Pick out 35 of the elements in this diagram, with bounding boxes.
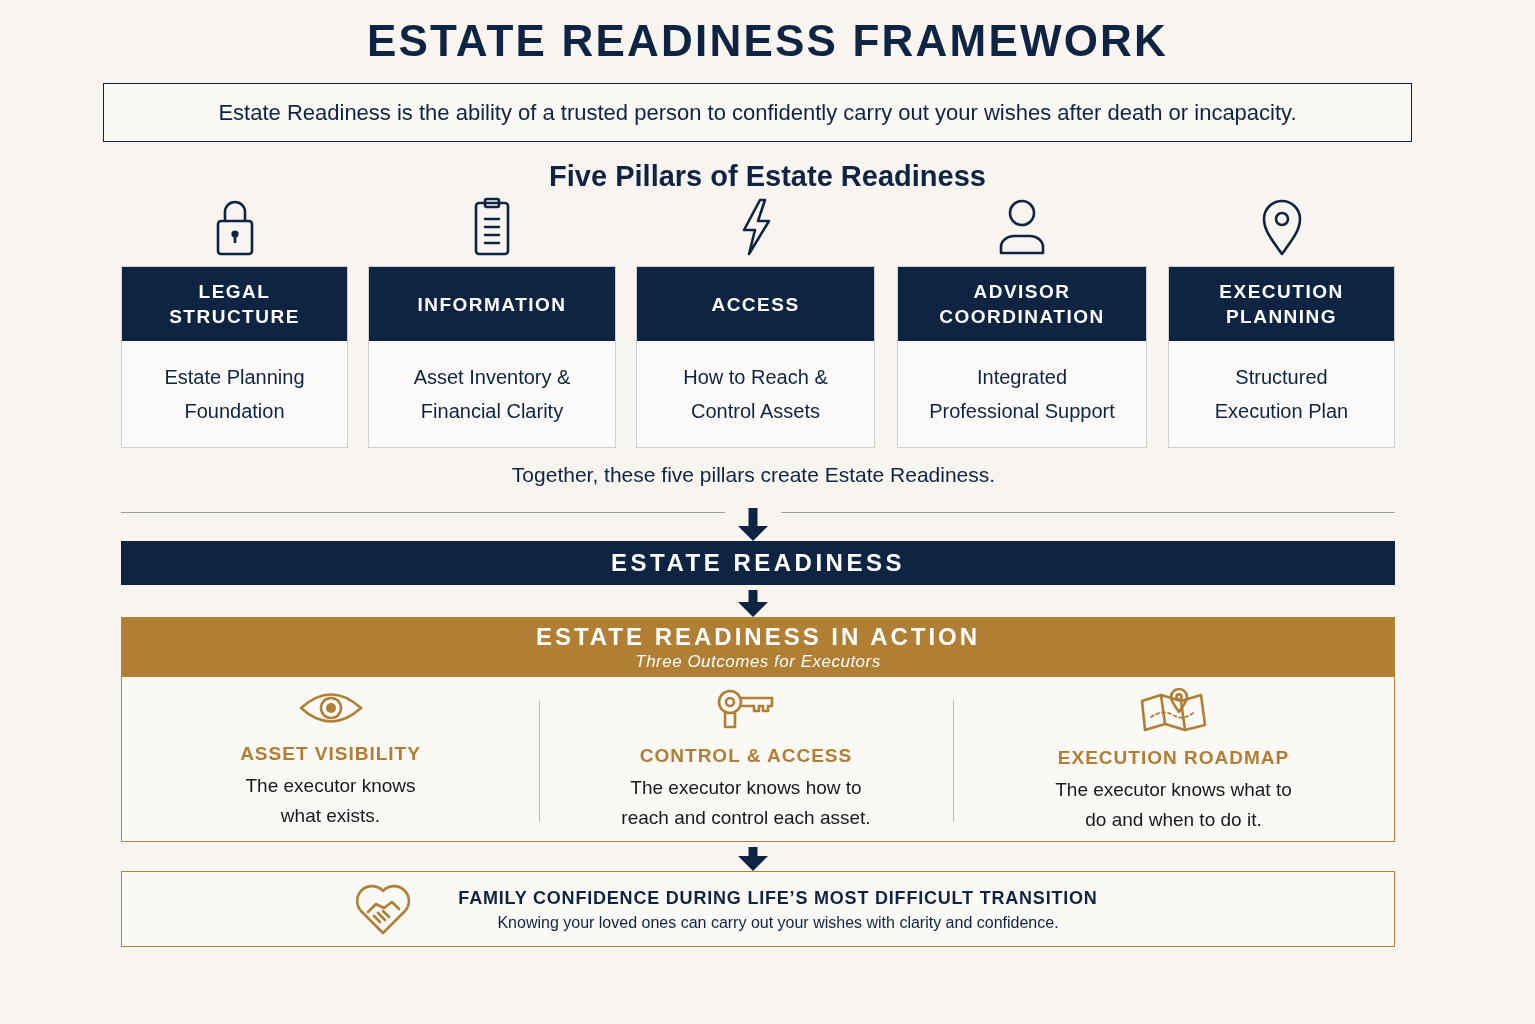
- pillar-card: [636, 266, 875, 448]
- summary-text: Together, these five pillars create Estate Readiness.: [511, 463, 996, 487]
- outcome-description: The executor knows what exists.: [244, 774, 417, 828]
- pillar-card: [1168, 266, 1395, 448]
- pillar-header: ACCESS: [637, 267, 874, 341]
- section-subtitle: Three Outcomes for Executors: [635, 650, 881, 673]
- pillar-header: INFORMATION: [369, 267, 615, 341]
- pillar-description: Integrated Professional Support: [928, 365, 1116, 424]
- pillar-description: How to Reach & Control Assets: [682, 365, 829, 424]
- arrow: [738, 508, 768, 541]
- title: ESTATE READINESS FRAMEWORK: [366, 16, 1169, 66]
- pillar-header: EXECUTION PLANNING: [1169, 267, 1394, 341]
- summary-title: FAMILY CONFIDENCE DURING LIFE’S MOST DIFFICULT TRANSITION: [458, 887, 1098, 910]
- outcome-description: The executor knows how to reach and control each asset.: [620, 776, 872, 830]
- pillar-card: [121, 266, 348, 448]
- outcome-title: CONTROL & ACCESS: [639, 744, 853, 768]
- outcome-title: ASSET VISIBILITY: [240, 742, 421, 766]
- arrow: [738, 847, 768, 871]
- outcome-title: EXECUTION ROADMAP: [1057, 746, 1290, 770]
- banner: ESTATE READINESS: [121, 541, 1395, 585]
- section-heading: Five Pillars of Estate Readiness: [549, 160, 986, 193]
- definition-box: Estate Readiness is the ability of a trusted person to confidently carry out your wishes after death or incapacity.: [103, 83, 1412, 142]
- pillar-description: Asset Inventory & Financial Clarity: [412, 365, 572, 424]
- outcome-description: The executor knows what to do and when to do it.: [1054, 778, 1293, 832]
- pillar-header: ADVISOR COORDINATION: [898, 267, 1146, 341]
- pillar-header: LEGAL STRUCTURE: [122, 267, 347, 341]
- summary-box: [121, 871, 1395, 947]
- section-panel: [121, 617, 1395, 842]
- section-title: ESTATE READINESS IN ACTION: [535, 622, 981, 651]
- pillar-card: [897, 266, 1147, 448]
- pillar-description: Structured Execution Plan: [1213, 365, 1350, 424]
- pillar-card: [368, 266, 616, 448]
- arrow: [738, 590, 768, 617]
- pillar-description: Estate Planning Foundation: [163, 365, 306, 424]
- summary-text: Knowing your loved ones can carry out your wishes with clarity and confidence.: [497, 913, 1059, 933]
